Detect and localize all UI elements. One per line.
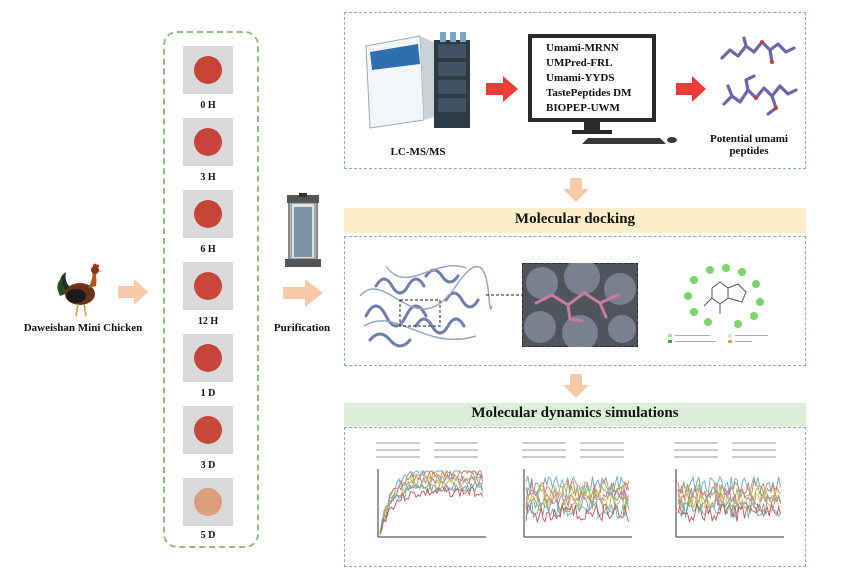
docking-title: Molecular docking (514, 211, 636, 227)
sample-dish (194, 56, 222, 84)
md-plot-sasa (674, 442, 784, 538)
sample-dish (194, 344, 222, 372)
sample-dish (194, 128, 222, 156)
legend-placeholder-lines (674, 442, 776, 458)
legend-placeholder-lines (522, 442, 624, 458)
md-trajectory (379, 483, 484, 534)
md-trajectory (379, 469, 484, 536)
md-trajectory (677, 491, 781, 511)
md-trajectory (677, 502, 782, 524)
md-trajectory (525, 503, 630, 524)
md-trajectories (525, 475, 630, 524)
purification-column-image (285, 193, 321, 267)
time-label: 3 H (200, 172, 216, 183)
sample-dish (194, 416, 222, 444)
peptides-label: Potential umami peptides (710, 133, 788, 157)
md-plot-rmsd (376, 442, 486, 538)
lcms-instrument-image (365, 32, 470, 129)
md-title: Molecular dynamics simulations (471, 405, 679, 421)
md-trajectories (379, 469, 484, 536)
sample-12h (183, 262, 233, 310)
md-trajectory (525, 490, 630, 512)
sample-3d (183, 406, 233, 454)
legend-placeholder-lines (376, 442, 478, 458)
arrow-to-peptides (676, 76, 706, 102)
tool-name: TastePeptides DM (546, 87, 632, 99)
sample-5d (183, 478, 233, 526)
tool-name: BIOPEP-UWM (546, 102, 620, 114)
time-series-frame (163, 31, 259, 548)
sample-1d (183, 334, 233, 382)
arrow-to-tools (486, 76, 518, 102)
md-trajectory (677, 500, 781, 520)
md-trajectory (525, 484, 629, 502)
arrow-to-lcms (283, 279, 323, 307)
md-trajectory (379, 474, 484, 536)
md-trajectory (379, 479, 484, 536)
chicken-image (57, 263, 103, 317)
md-trajectories (677, 475, 782, 524)
sample-0h (183, 46, 233, 94)
purification-label: Purification (273, 322, 331, 334)
arrow-to-samples (118, 279, 148, 305)
time-label: 0 H (200, 100, 216, 111)
protein-receptor-image (359, 265, 493, 348)
sample-6h (183, 190, 233, 238)
md-banner (344, 403, 806, 426)
arrow-to-docking (563, 178, 589, 202)
tool-name: UMPred-FRL (546, 57, 613, 69)
md-trajectory (525, 500, 630, 520)
time-label: 3 D (200, 460, 216, 471)
zoom-connector (486, 294, 522, 296)
monitor-stand-keyboard (572, 122, 677, 144)
sample-dish (194, 200, 222, 228)
md-panel (344, 427, 806, 567)
time-label: 5 D (200, 530, 216, 541)
md-trajectory (677, 488, 782, 507)
binding-pocket-zoom-image (522, 263, 638, 347)
arrow-to-md (563, 374, 589, 398)
sample-dish (194, 272, 222, 300)
lcms-label: LC-MS/MS (390, 146, 446, 158)
time-label: 12 H (197, 316, 219, 327)
time-label: 6 H (200, 244, 216, 255)
source-label: Daweishan Mini Chicken (23, 322, 143, 334)
md-plot-rg (522, 442, 632, 538)
peptide-structures-image (720, 36, 798, 116)
tool-name: Umami-MRNN (546, 42, 619, 54)
prediction-tools-monitor: Umami-MRNN UMPred-FRL Umami-YYDS TastePe… (528, 34, 656, 122)
time-label: 1 D (200, 388, 216, 399)
docking-banner (344, 208, 806, 233)
sample-3h (183, 118, 233, 166)
sample-dish (194, 488, 222, 516)
screening-panel (344, 12, 806, 169)
md-trajectory (379, 486, 483, 533)
docking-panel (344, 236, 806, 366)
interaction-2d-diagram (668, 264, 768, 343)
tool-name: Umami-YYDS (546, 72, 615, 84)
